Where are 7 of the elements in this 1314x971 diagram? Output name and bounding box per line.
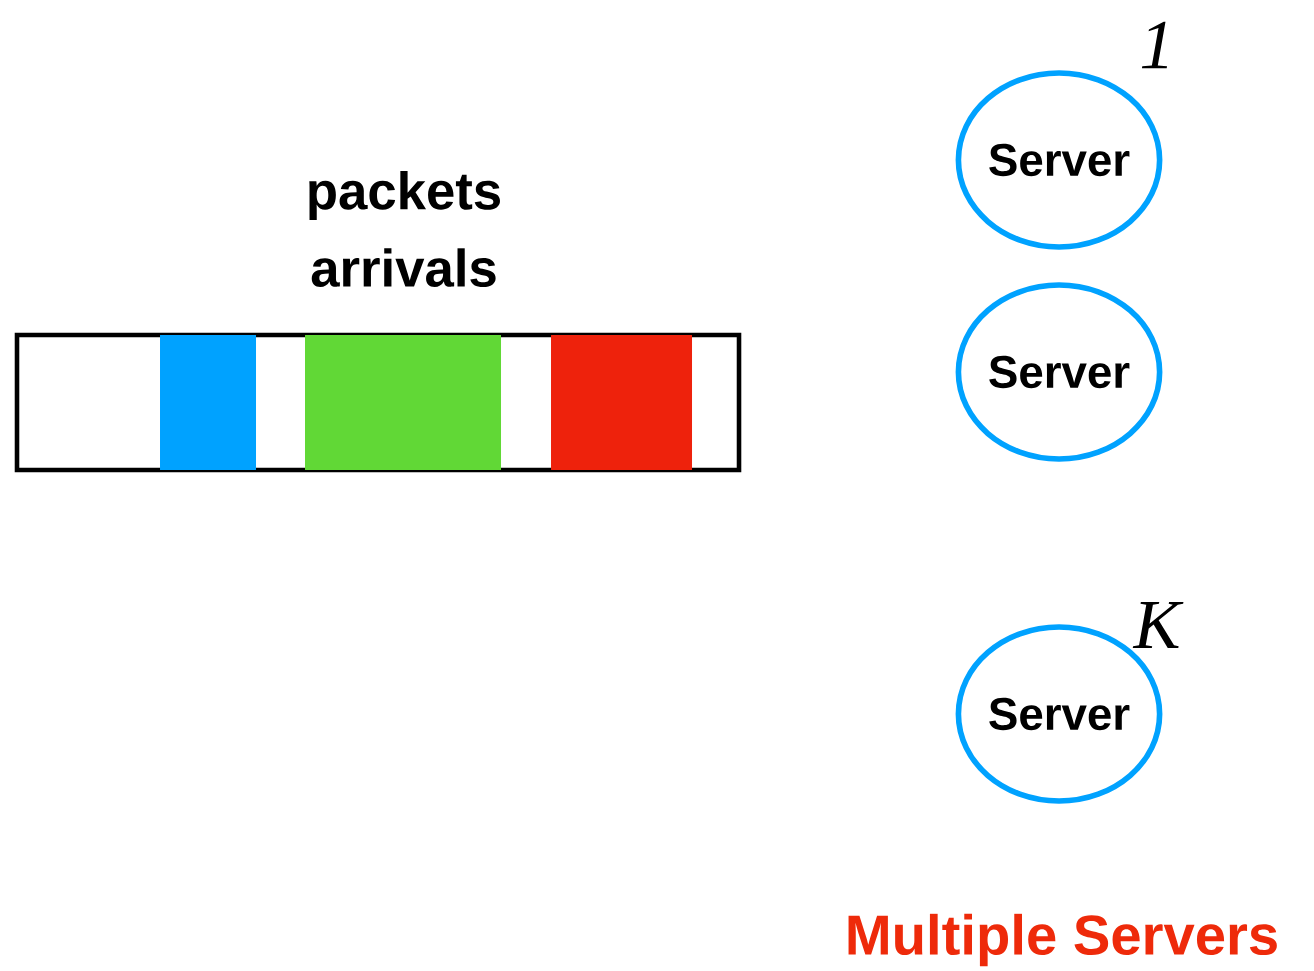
server-number: 1 — [1141, 21, 1168, 69]
queue-heading: packets arrivals — [309, 171, 500, 287]
caption: Multiple Servers — [848, 913, 1277, 967]
queue-box — [14, 332, 742, 473]
packet-block — [160, 335, 256, 470]
packet-block — [305, 335, 501, 470]
packet-block — [551, 335, 692, 470]
